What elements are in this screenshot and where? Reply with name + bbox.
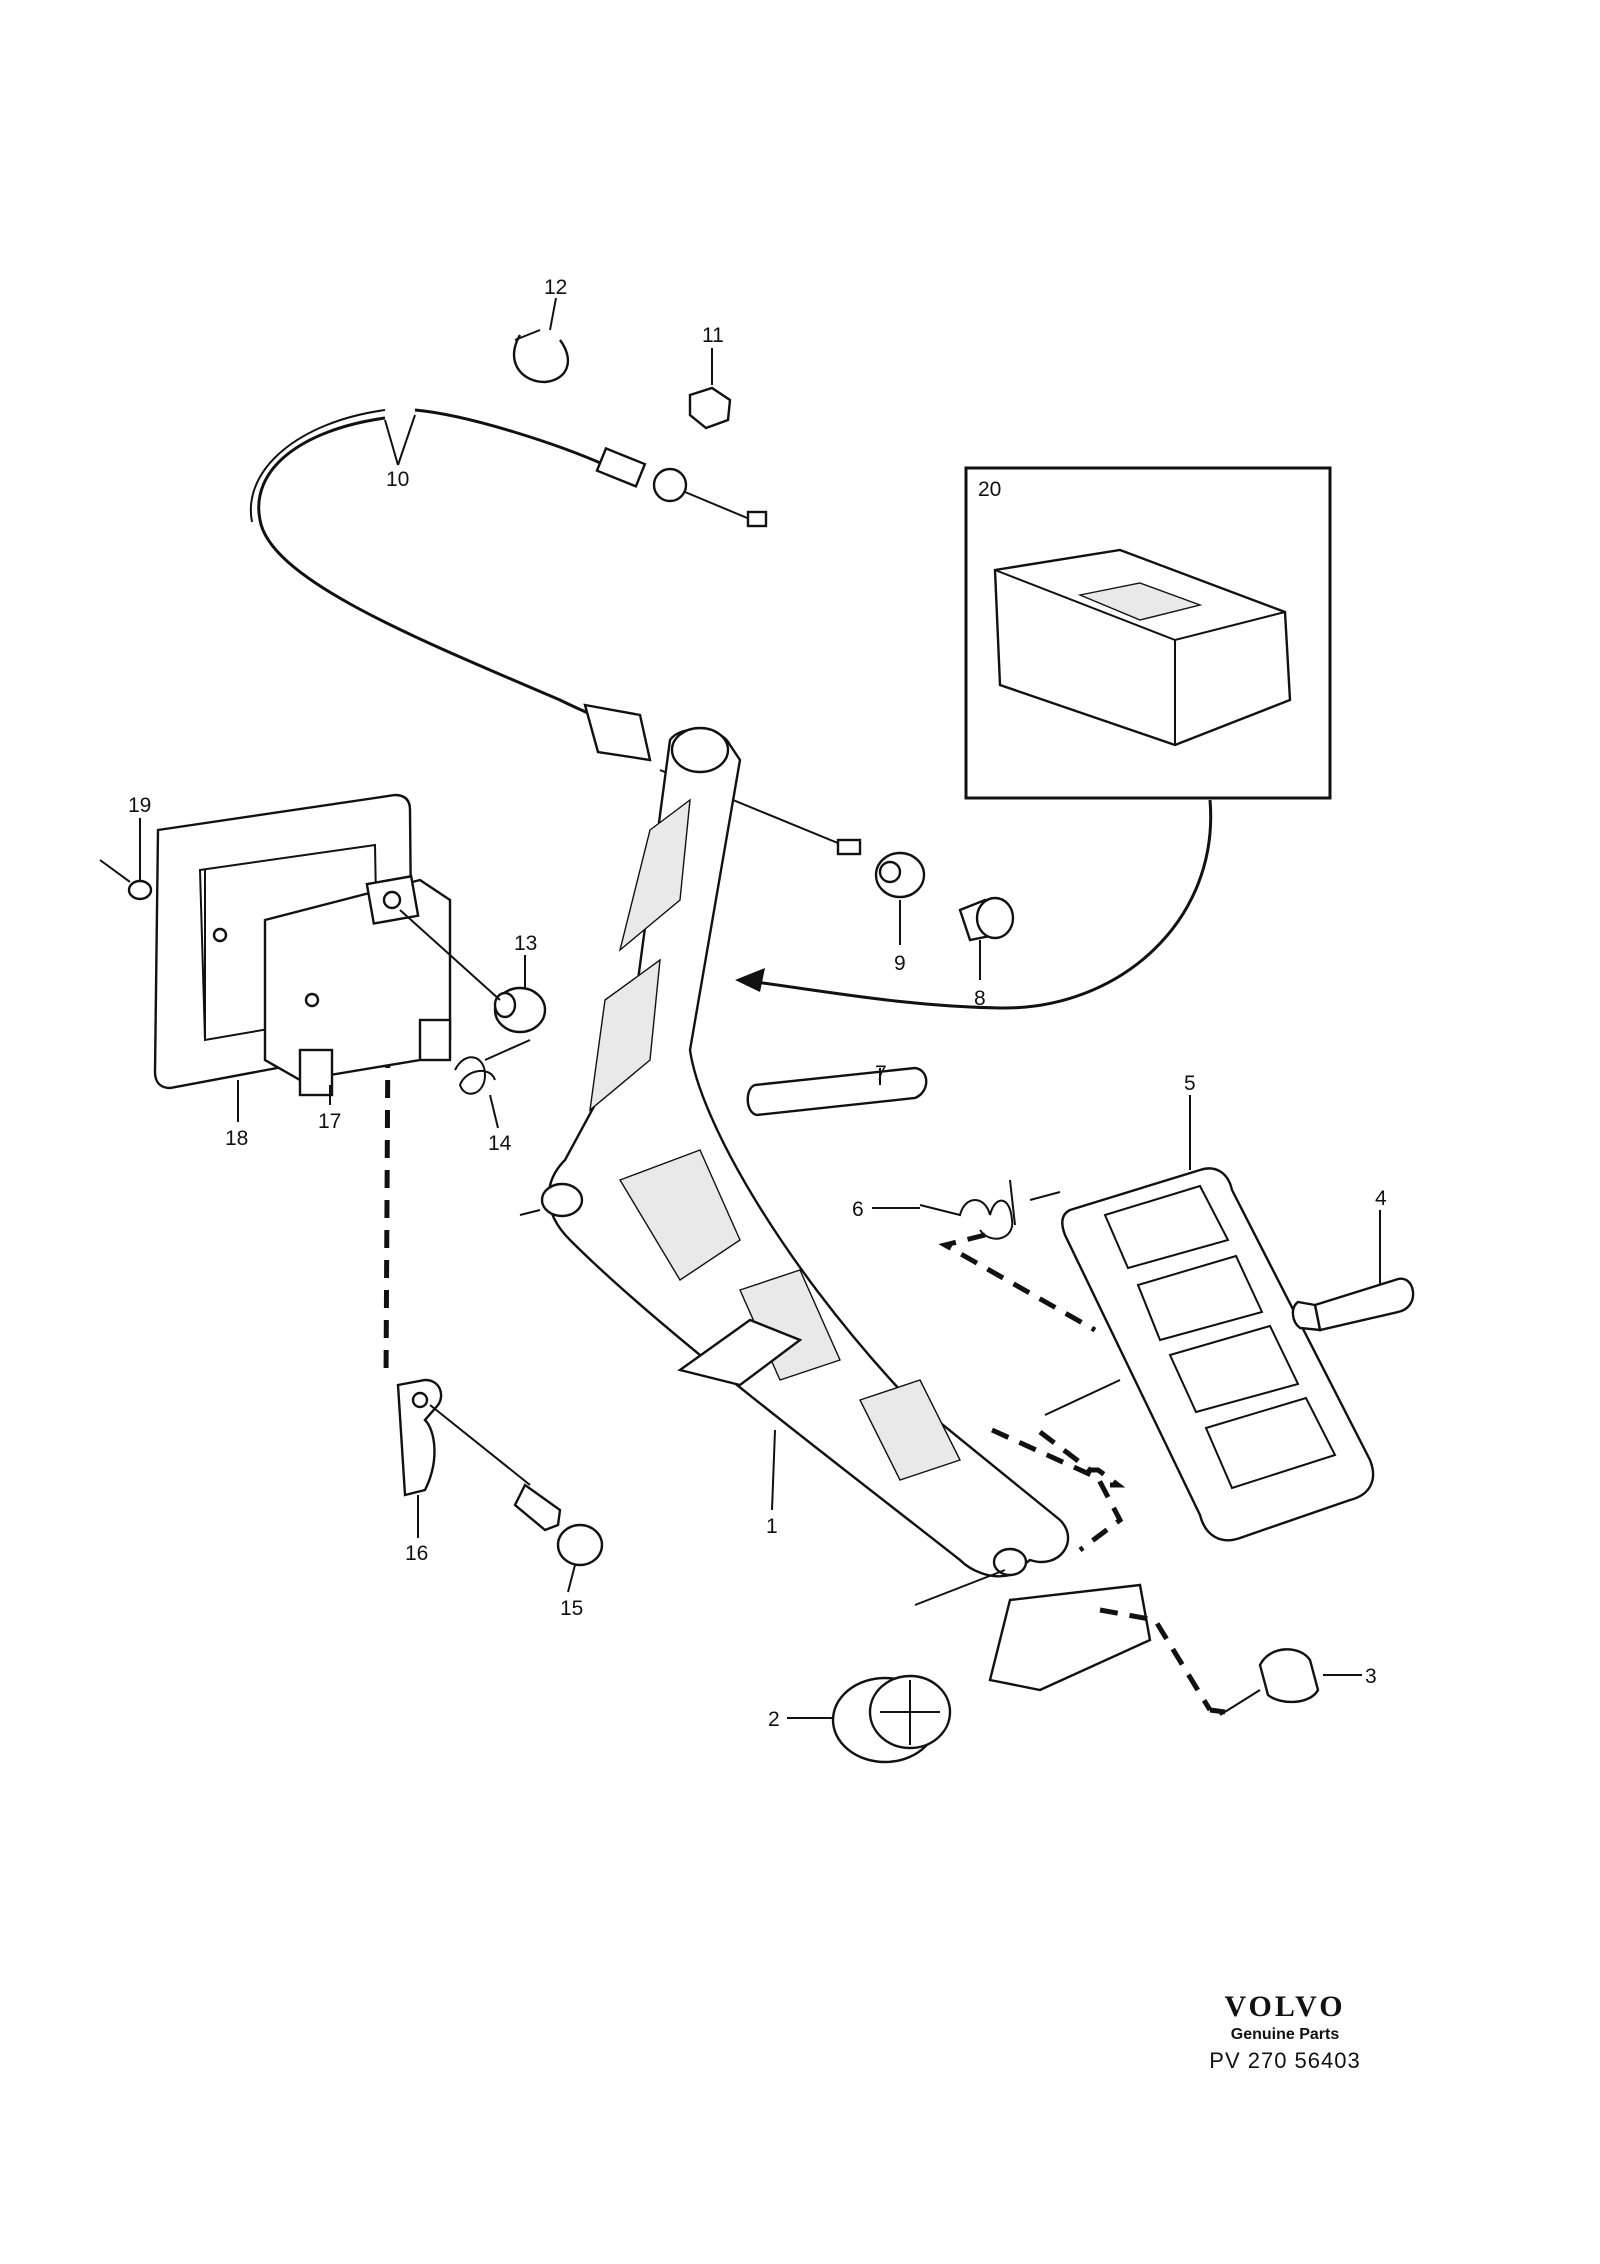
screw-8 — [958, 896, 1015, 942]
nut-9 — [874, 851, 926, 899]
leader-lines — [139, 297, 1381, 1719]
callout-14: 14 — [488, 1132, 512, 1155]
callout-2: 2 — [768, 1708, 780, 1731]
callout-9: 9 — [894, 952, 906, 975]
bump-stop-3 — [1219, 1648, 1320, 1716]
pedal-pad-5 — [1061, 1167, 1375, 1542]
callout-20: 20 — [978, 478, 1001, 501]
bracket-17 — [212, 874, 452, 1097]
brand-block: VOLVO Genuine Parts PV 270 56403 — [1170, 1990, 1400, 2074]
washer-19 — [99, 859, 153, 901]
nut-11 — [688, 386, 732, 430]
arrow-head-icon — [735, 968, 765, 992]
callout-13: 13 — [514, 932, 537, 955]
spring-14 — [454, 1039, 531, 1095]
grommet-2 — [831, 1674, 952, 1764]
volvo-logo: VOLVO — [1224, 1990, 1346, 2023]
callout-1: 1 — [766, 1515, 778, 1538]
bolt-15 — [429, 1404, 604, 1567]
callout-3: 3 — [1365, 1665, 1377, 1688]
callout-15: 15 — [560, 1597, 583, 1620]
callout-18: 18 — [225, 1127, 248, 1150]
cap-13 — [399, 909, 547, 1034]
callout-8: 8 — [974, 987, 986, 1010]
callout-11: 11 — [702, 324, 724, 347]
cable-clip-12 — [513, 329, 570, 384]
assembly-dashed-lines — [383, 1019, 1226, 1715]
callout-19: 19 — [128, 794, 151, 817]
callout-4: 4 — [1375, 1187, 1387, 1210]
clip-16 — [396, 1378, 443, 1497]
diagram-code: PV 270 56403 — [1209, 2048, 1361, 2073]
callout-5: 5 — [1184, 1072, 1196, 1095]
callout-6: 6 — [852, 1198, 864, 1221]
brand-subtitle: Genuine Parts — [1230, 2026, 1340, 2043]
pedal-arm — [519, 726, 1152, 1692]
inset-box-20 — [964, 466, 1332, 800]
callout-7: 7 — [875, 1062, 887, 1085]
throttle-cable — [249, 408, 862, 856]
pivot-pin-7 — [746, 1066, 928, 1117]
callout-16: 16 — [405, 1542, 428, 1565]
inset-arrow — [739, 799, 1213, 1010]
callout-17: 17 — [318, 1110, 341, 1133]
pin-4 — [1291, 1277, 1415, 1332]
callout-12: 12 — [544, 276, 567, 299]
return-spring-6 — [919, 1179, 1061, 1240]
callout-10: 10 — [386, 468, 409, 491]
